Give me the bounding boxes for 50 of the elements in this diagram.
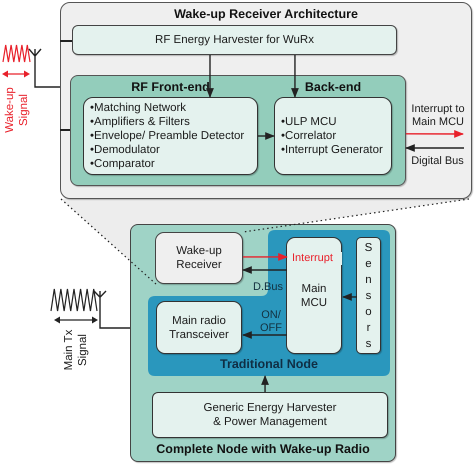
heading: Wake-up Receiver Architecture <box>173 7 359 21</box>
list-item: •Envelope/ Preamble Detector <box>90 129 244 143</box>
heading: Back-end <box>304 80 362 94</box>
heading: RF Front-end <box>130 80 211 94</box>
arrow <box>34 66 60 88</box>
signal-label: Main Tx Signal <box>62 328 90 372</box>
process-box <box>156 301 242 354</box>
arrow <box>242 331 287 339</box>
box-label: Wake-up Receiver <box>175 244 223 272</box>
box-label: Main radio Transceiver <box>168 314 230 342</box>
arrow <box>406 130 464 138</box>
antenna-icon <box>93 290 107 306</box>
heading: Complete Node with Wake-up Radio <box>155 442 371 456</box>
heading: Traditional Node <box>219 357 319 371</box>
antenna-icon <box>28 48 42 66</box>
edge-label: ON/ OFF <box>259 309 283 335</box>
edge-label: Interrupt <box>292 252 342 265</box>
arrow <box>99 306 130 329</box>
box-label: Generic Energy Harvester & Power Management <box>202 401 338 429</box>
list-item: •Correlator <box>281 129 336 143</box>
arrow <box>242 266 287 274</box>
zoom-line <box>60 198 156 284</box>
process-box <box>155 232 243 284</box>
edge-label: Digital Bus <box>410 155 465 168</box>
arrow <box>342 293 357 301</box>
process-box <box>286 237 342 354</box>
arrow <box>243 253 288 261</box>
list-item: •Matching Network <box>90 101 186 115</box>
group-panel <box>70 75 406 186</box>
arrow <box>206 55 214 98</box>
edge-label: Interrupt to Main MCU <box>410 103 466 129</box>
list-item: •Comparator <box>90 157 155 171</box>
architecture-panel <box>60 2 472 199</box>
box-label: Sensors <box>364 240 373 352</box>
process-box <box>356 237 381 354</box>
arrow <box>258 132 275 140</box>
list-item: •Demodulator <box>90 143 160 157</box>
arrow <box>261 375 269 392</box>
list-item: •ULP MCU <box>281 115 337 129</box>
process-box <box>152 392 388 438</box>
node-panel <box>130 224 396 462</box>
arrow <box>291 55 299 98</box>
zoom-line <box>242 198 470 233</box>
list-item: •Interrupt Generator <box>281 143 383 157</box>
list-item: •Amplifiers & Filters <box>90 115 190 129</box>
process-box <box>72 25 397 55</box>
signal-label: Wake-up Signal <box>3 86 31 135</box>
box-label: RF Energy Harvester for WuRx <box>155 33 314 47</box>
arrow <box>405 144 464 152</box>
box-label: Main MCU <box>300 282 328 310</box>
